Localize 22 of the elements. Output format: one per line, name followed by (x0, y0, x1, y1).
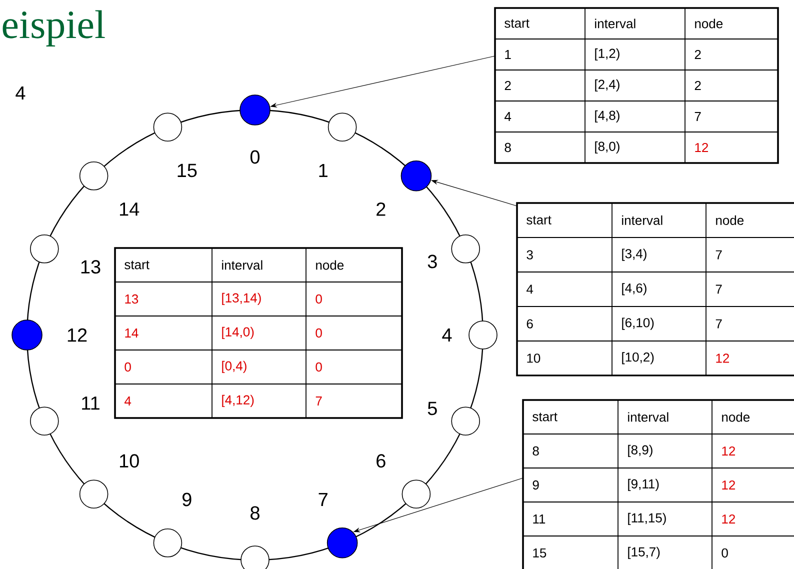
ring-number: 10 (120, 454, 139, 468)
ring-number: 1 (319, 164, 328, 178)
ring-number: 9 (182, 492, 192, 506)
ring-number: 4 (442, 328, 452, 342)
ring-number: 5 (428, 402, 437, 416)
ring-number: 2 (376, 202, 386, 216)
ring-number: 13 (81, 260, 100, 274)
ring-number: 3 (428, 254, 437, 268)
ring-number: 0 (250, 150, 260, 164)
finger-table: start interval node 3 [3,4) 7 4 [4,6) 7 6 [6,10) 7 10 [10,2) 12 (516, 202, 794, 376)
slide-title: eispiel (2, 10, 105, 46)
ring-number: 15 (178, 164, 197, 178)
ring-number: 8 (250, 506, 260, 520)
finger-table: start interval node 13 [13,14) 0 14 [14,0) 0 0 [0,4) 0 4 [4,12) 7 (114, 247, 403, 419)
ring-number: 6 (376, 454, 386, 468)
ring-number: 14 (120, 202, 140, 216)
ring-number: 12 (68, 328, 87, 342)
ring-number: 7 (318, 492, 328, 506)
finger-table: start interval node 1 [1,2) 2 2 [2,4) 2 4 [4,8) 7 8 [8,0) 12 (494, 7, 779, 164)
finger-table: start interval node 8 [8,9) 12 9 [9,11) 12 11 [11,15) 12 15 [15,7) 0 (522, 399, 794, 569)
ring-number: 11 (82, 396, 100, 410)
ring-number: 4 (16, 86, 26, 100)
